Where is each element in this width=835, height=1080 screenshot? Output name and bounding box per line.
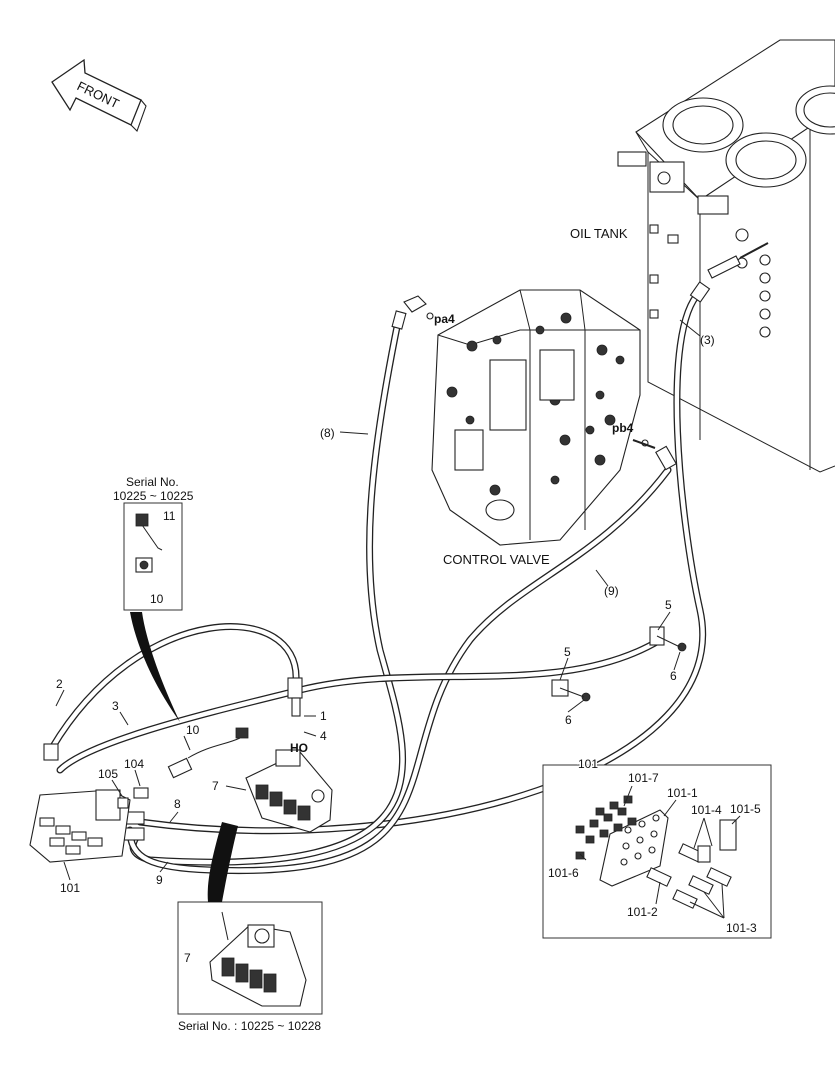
inset-top-callout-11: 11 <box>163 509 176 523</box>
callout-8: 8 <box>174 797 181 811</box>
inset-101-5: 101-5 <box>730 802 761 816</box>
oil-tank: OIL TANK <box>570 39 835 473</box>
ho-label: HO <box>290 741 308 755</box>
manifold-block <box>29 787 149 863</box>
callouts: 2 3 1 4 10 104 105 7 8 9 101 5 6 5 6 (8)… <box>56 333 715 895</box>
callout-7: 7 <box>212 779 219 793</box>
inset-101-6: 101-6 <box>548 866 579 880</box>
inset-top-serial-line1: Serial No. <box>126 475 179 489</box>
port-pa4-label: pa4 <box>434 312 455 326</box>
control-valve-label: CONTROL VALVE <box>443 552 550 567</box>
inset-101-2: 101-2 <box>627 905 658 919</box>
inset-101-7: 101-7 <box>628 771 659 785</box>
inset-101: 101 <box>542 756 772 939</box>
inset-101-3: 101-3 <box>726 921 757 935</box>
inset-101-4: 101-4 <box>691 803 722 817</box>
port-pb4-label: pb4 <box>612 421 634 435</box>
pressure-switch <box>167 727 249 779</box>
callout-5a: 5 <box>564 645 571 659</box>
inset-bottom-callout-7: 7 <box>184 951 191 965</box>
inset-serial-bottom: 7 Serial No. : 10225 ~ 10228 <box>177 822 323 1033</box>
callout-6a: 6 <box>565 713 572 727</box>
callout-101: 101 <box>60 881 80 895</box>
hose-3-label: (3) <box>700 333 715 347</box>
hose-9-label: (9) <box>604 584 619 598</box>
oil-tank-label: OIL TANK <box>570 226 628 241</box>
callout-2: 2 <box>56 677 63 691</box>
control-valve: CONTROL VALVE pa4 pb4 <box>426 289 656 567</box>
callout-104: 104 <box>124 757 144 771</box>
inset-101-1: 101-1 <box>667 786 698 800</box>
callout-4: 4 <box>320 729 327 743</box>
leader-lines <box>55 319 701 881</box>
inset-serial-top: Serial No. 10225 ~ 10225 11 10 <box>113 475 194 722</box>
callout-9: 9 <box>156 873 163 887</box>
front-arrow-icon: FRONT <box>51 58 147 133</box>
pilot-valve: HO <box>245 741 333 833</box>
callout-1: 1 <box>320 709 327 723</box>
hose-8-label: (8) <box>320 426 335 440</box>
callout-6b: 6 <box>670 669 677 683</box>
inset-top-serial-line2: 10225 ~ 10225 <box>113 489 194 503</box>
callout-10: 10 <box>186 723 200 737</box>
callout-5b: 5 <box>665 598 672 612</box>
callout-105: 105 <box>98 767 118 781</box>
inset-101-title: 101 <box>578 757 598 771</box>
inset-bottom-caption: Serial No. : 10225 ~ 10228 <box>178 1019 321 1033</box>
inset-top-callout-10: 10 <box>150 592 164 606</box>
callout-3: 3 <box>112 699 119 713</box>
clamps <box>551 626 687 702</box>
hoses <box>43 281 711 875</box>
